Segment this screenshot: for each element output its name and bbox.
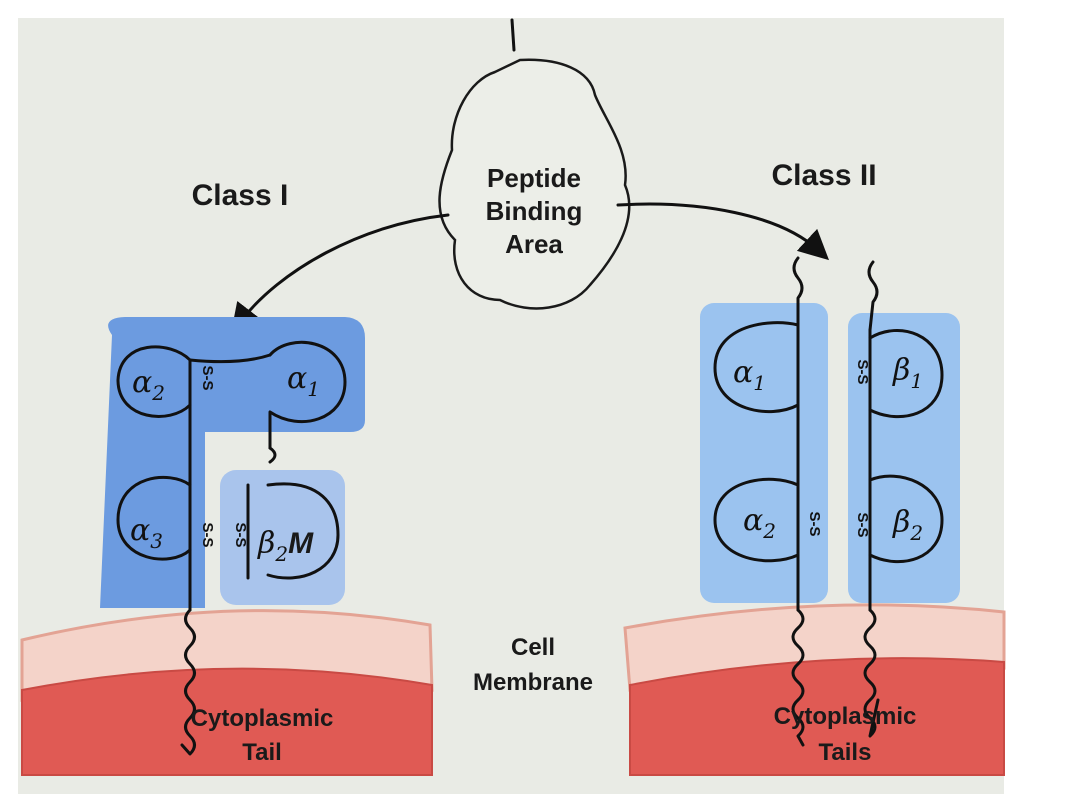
membrane-label-line1: Cell (511, 634, 555, 661)
class-2-beta-bg (848, 313, 960, 603)
class-1-disulfide-alpha3: S-S (199, 522, 216, 547)
class-1-b2m-label: β2M (257, 526, 314, 566)
class-2-molecule: α1 α2 β1 β2 S-S S-S S-S (700, 256, 960, 747)
class-2-alpha-bg (700, 303, 828, 603)
class-2-disulfide-beta1: S-S (854, 359, 871, 384)
class-2-tail-label-line1: Cytoplasmic (774, 703, 917, 730)
peptide-label-line2: Binding (486, 196, 583, 226)
class-2-title: Class II (771, 159, 876, 192)
class-1-molecule: α2 α1 α3 β2M S-S S-S S-S (100, 317, 365, 756)
class-1-alpha2-label: α2 (132, 365, 165, 405)
class-1-heavy-chain-bg (100, 317, 365, 608)
class-2-disulfide-beta2: S-S (854, 512, 871, 537)
arrow-to-class-1 (230, 213, 450, 334)
class-1-tail-label-line1: Cytoplasmic (191, 705, 334, 732)
class-2-beta2-label: β2 (892, 505, 923, 545)
peptide-label-line1: Peptide (487, 163, 581, 193)
class-2-disulfide-alpha2: S-S (806, 511, 823, 536)
class-1-alpha3-label: α3 (130, 513, 163, 553)
cell-membrane-left (20, 609, 434, 776)
cell-membrane-right (623, 603, 1006, 776)
class-2-alpha1-label: α1 (733, 355, 766, 395)
class-2-tail-label-line2: Tails (819, 739, 872, 766)
arrow-to-class-2 (616, 202, 830, 261)
class-1-disulfide-alpha2: S-S (199, 365, 216, 390)
class-2-alpha2-label: α2 (743, 503, 776, 543)
class-2-alpha-transmembrane (791, 608, 805, 747)
class-1-alpha1-label: α1 (287, 361, 320, 401)
class-1-transmembrane-chain (180, 608, 196, 756)
class-1-title: Class I (192, 179, 289, 212)
peptide-binding-blob (438, 58, 631, 310)
class-1-tail-label-line2: Tail (242, 739, 282, 766)
class-2-beta1-label: β1 (892, 353, 923, 393)
class-2-beta-transmembrane (863, 608, 880, 738)
class-1-disulfide-b2m: S-S (232, 522, 249, 547)
peptide-label-line3: Area (505, 229, 563, 259)
membrane-label-line2: Membrane (473, 669, 593, 696)
peptide-binding-area: Peptide Binding Area (438, 18, 631, 310)
